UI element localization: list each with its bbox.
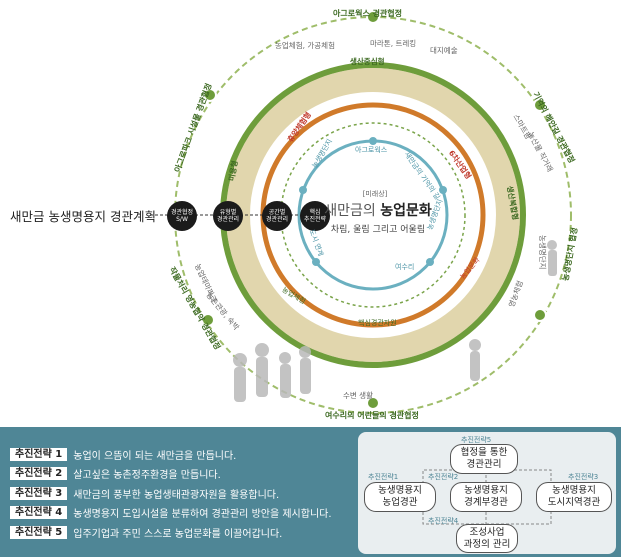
strategy-row: 추진전략 4 농생명용지 도입시설을 분류하여 경관관리 방안을 제시합니다. xyxy=(10,506,332,520)
strategy-text: 농업이 으뜸이 되는 새만금을 만듭니다. xyxy=(73,450,237,462)
flow-tag: 추진전략5 xyxy=(461,436,492,444)
ring-label: 생산중심형 xyxy=(350,57,385,66)
landscape-plan-diagram: 새만금 농생명용지 경관계획 경관협정 S/W 유형별 경관관리 공간별 경관관… xyxy=(10,9,579,420)
flow-box-urban: 농생명용지 도시지역경관 xyxy=(536,482,612,512)
strategy-text: 입주기업과 주민 스스로 농업문화를 이끌어갑니다. xyxy=(73,528,283,540)
ring-label: 농생명단지 xyxy=(538,235,547,270)
flow-tag: 추진전략4 xyxy=(428,517,459,525)
center-ring-marker xyxy=(439,186,447,194)
flow-box-agri: 농생명용지 농업경관 xyxy=(364,482,436,512)
node-type-management: 유형별 경관관리 xyxy=(213,201,243,231)
node-label: 핵심 추진전략 xyxy=(303,209,327,223)
center-title-prefix: 새만금의 xyxy=(324,203,381,219)
inner-label: 여수리 xyxy=(395,263,415,271)
outer-ring-marker xyxy=(201,313,215,327)
center-ring-marker xyxy=(369,137,377,145)
outer-ring-marker xyxy=(533,98,547,112)
flow-tag: 추진전략3 xyxy=(568,473,599,481)
node-label: 경관협정 S/W xyxy=(170,209,194,223)
strategy-tag: 추진전략 3 xyxy=(10,486,68,500)
outer-ring-marker xyxy=(203,88,217,102)
node-core-strategy: 핵심 추진전략 xyxy=(300,201,330,231)
center-ring-marker xyxy=(299,186,307,194)
center-title: 새만금의 농업문화 xyxy=(318,200,438,220)
node-label: 유형별 경관관리 xyxy=(216,209,240,223)
outer-ring-marker xyxy=(366,10,380,24)
center-small-label: [미래상] xyxy=(362,190,388,198)
node-agreement-sw: 경관협정 S/W xyxy=(167,201,197,231)
ring-diagram xyxy=(150,10,572,414)
ring-label: 대지예술 xyxy=(430,46,458,55)
strategy-row: 추진전략 5 입주기업과 주민 스스로 농업문화를 이끌어갑니다. xyxy=(10,525,332,540)
strategy-tag: 추진전략 1 xyxy=(10,447,68,461)
center-title-bold: 농업문화 xyxy=(380,203,432,219)
center-ring-marker xyxy=(312,258,320,266)
strategy-row: 추진전략 3 새만금의 풍부한 농업생태관광자원을 활용합니다. xyxy=(10,486,332,501)
strategy-tag: 추진전략 2 xyxy=(10,467,68,481)
ring-label: 수변 생활 xyxy=(343,391,373,400)
flow-tag: 추진전략2 xyxy=(428,473,459,481)
outer-ring-marker xyxy=(366,396,380,410)
inner-label: 아그로웍스 xyxy=(355,146,388,154)
strategy-flow-diagram: 추진전략5 협정을 통한 경관관리 추진전략1 농생명용지 농업경관 추진전략2… xyxy=(358,432,616,554)
node-label: 공간별 경관관리 xyxy=(265,209,289,223)
flow-box-agreement: 협정을 통한 경관관리 xyxy=(450,444,518,474)
outer-label: 아그로웍스 경관협정 xyxy=(333,9,403,18)
strategy-row: 추진전략 2 살고싶은 농촌정주환경을 만듭니다. xyxy=(10,467,332,481)
strategy-text: 새만금의 풍부한 농업생태관광자원을 활용합니다. xyxy=(73,489,280,501)
outer-label: 여수리의 어린들의 경관협정 xyxy=(325,411,419,420)
ring-label: 농업체험, 가공체험 xyxy=(275,41,335,50)
plan-title: 새만금 농생명용지 경관계획 xyxy=(10,209,156,224)
flow-box-process: 조성사업 과정의 관리 xyxy=(456,524,518,553)
ring-label: 마라톤, 트레킹 xyxy=(370,39,417,48)
strategy-row: 추진전략 1 농업이 으뜸이 되는 새만금을 만듭니다. xyxy=(10,447,332,462)
flow-tag: 추진전략1 xyxy=(368,473,399,481)
people-silhouettes xyxy=(233,240,557,402)
strategy-text: 살고싶은 농촌정주환경을 만듭니다. xyxy=(73,470,221,482)
outer-ring-marker xyxy=(533,308,547,322)
center-subtitle: 차림, 울림 그리고 어울림 xyxy=(330,225,426,235)
inner-label: 핵심경관자원 xyxy=(358,319,397,327)
center-ring-marker xyxy=(426,258,434,266)
strategy-tag: 추진전략 5 xyxy=(10,525,68,539)
flow-box-boundary: 농생명용지 경계부경관 xyxy=(450,482,522,512)
strategy-text: 농생명용지 도입시설을 분류하여 경관관리 방안을 제시합니다. xyxy=(73,509,332,521)
strategy-tag: 추진전략 4 xyxy=(10,506,68,520)
node-space-management: 공간별 경관관리 xyxy=(262,201,292,231)
strategy-list: 추진전략 1 농업이 으뜸이 되는 새만금을 만듭니다. 추진전략 2 살고싶은… xyxy=(10,447,332,545)
